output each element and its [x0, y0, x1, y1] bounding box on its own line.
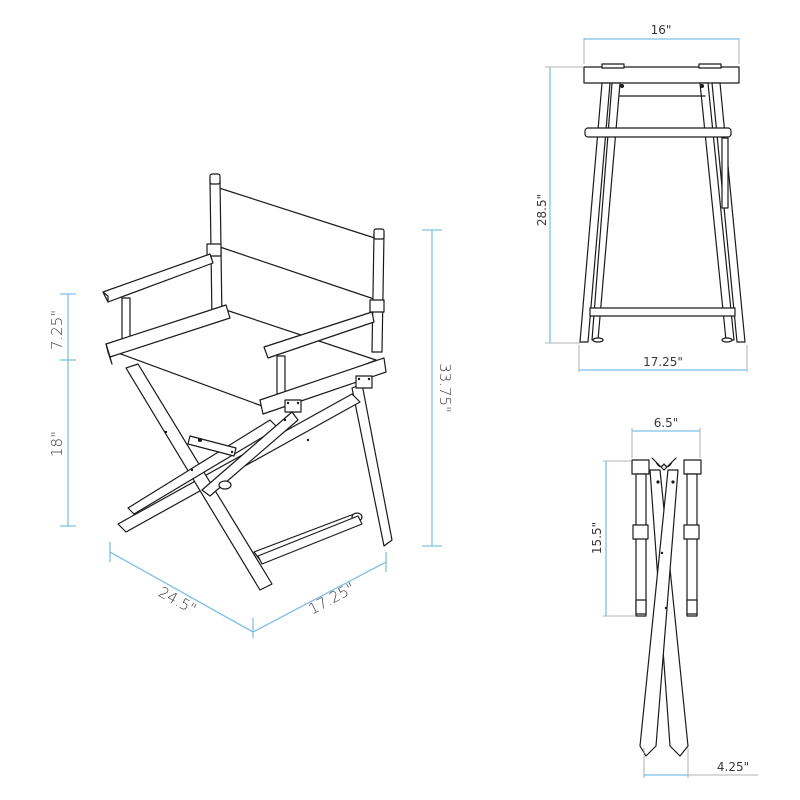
- folded-view-drawing: [631, 457, 702, 757]
- dim-width-label: 17.25": [305, 579, 357, 618]
- dim-front-height-label: 28.5": [535, 194, 549, 226]
- post-cap-left: [209, 173, 221, 185]
- dim-top-width-label: 16": [651, 23, 672, 37]
- dim-folded-width-label: 6.5": [654, 416, 679, 430]
- front-view-drawing: [579, 63, 746, 343]
- dim-seat-height-label: 18": [48, 431, 66, 457]
- dim-armrest-height-label: 15.5": [590, 522, 604, 554]
- front-view-dimensions: 16" 28.5" 17.25": [535, 23, 748, 372]
- dim-depth-label: 24.5": [155, 583, 199, 618]
- isometric-dimensions: 7.25" 18" 33.75" 24.5" 17.25": [48, 229, 454, 638]
- dim-folded-depth-label: 4.25": [717, 760, 749, 774]
- isometric-chair-drawing: [102, 173, 393, 591]
- dim-back-height-label: 7.25": [48, 310, 66, 350]
- dim-total-height-label: 33.75": [436, 363, 454, 413]
- post-cap-right: [373, 228, 385, 240]
- dim-base-width-label: 17.25": [643, 355, 683, 369]
- folded-view-dimensions: 6.5" 15.5" 4.25": [590, 416, 758, 778]
